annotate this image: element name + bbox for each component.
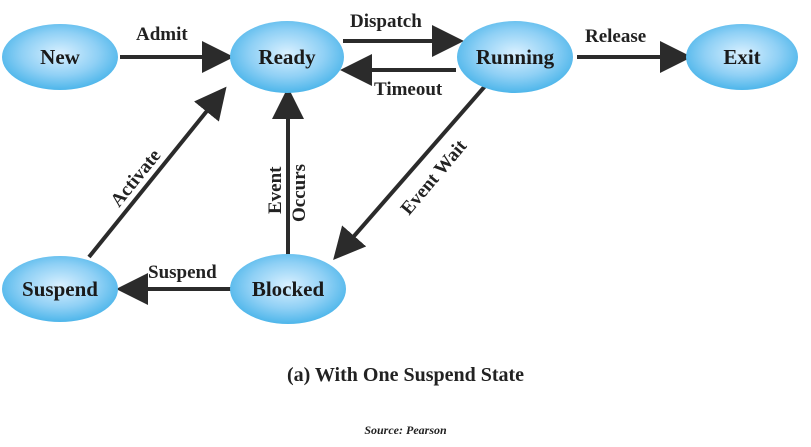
event-occurs-label-line2: Occurs bbox=[289, 164, 310, 222]
state-node-exit: Exit bbox=[686, 24, 798, 90]
state-label-exit: Exit bbox=[723, 45, 760, 69]
state-label-suspend: Suspend bbox=[22, 277, 98, 301]
state-node-new: New bbox=[2, 24, 118, 90]
event-occurs-label-line1: Event bbox=[265, 166, 286, 214]
state-label-ready: Ready bbox=[258, 45, 316, 69]
state-node-running: Running bbox=[457, 21, 573, 93]
admit-label: Admit bbox=[136, 24, 188, 45]
event-wait-arrow bbox=[333, 83, 488, 261]
state-node-blocked: Blocked bbox=[230, 254, 346, 324]
event-wait-label: Event Wait bbox=[397, 136, 472, 220]
activate-arrow bbox=[87, 86, 227, 259]
state-label-running: Running bbox=[476, 45, 555, 69]
timeout-label: Timeout bbox=[374, 79, 443, 100]
state-label-new: New bbox=[40, 45, 80, 69]
state-node-ready: Ready bbox=[230, 21, 344, 93]
source-credit: Source: Pearson bbox=[364, 423, 447, 437]
release-label: Release bbox=[585, 26, 646, 47]
state-node-suspend: Suspend bbox=[2, 256, 118, 322]
suspend-transition-label: Suspend bbox=[148, 262, 217, 283]
state-label-blocked: Blocked bbox=[252, 277, 325, 301]
figure-caption: (a) With One Suspend State bbox=[286, 364, 525, 386]
dispatch-label: Dispatch bbox=[350, 11, 422, 32]
